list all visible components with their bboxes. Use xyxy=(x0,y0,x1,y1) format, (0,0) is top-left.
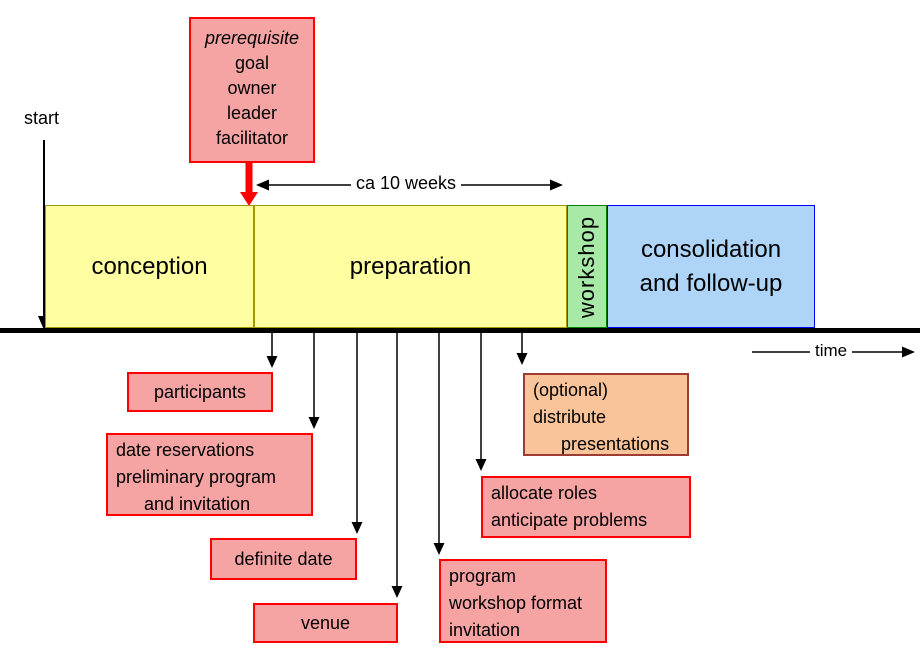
phase-preparation: preparation xyxy=(254,205,567,328)
task-arrow-allocate xyxy=(475,333,487,471)
phase-consolidation: consolidation and follow-up xyxy=(607,205,815,328)
phase-conception-label: conception xyxy=(91,252,208,280)
phase-consolidation-label-line: and follow-up xyxy=(639,269,783,297)
task-line: allocate roles xyxy=(491,483,598,503)
task-arrow-optional xyxy=(516,333,528,365)
prerequisite-title: prerequisite xyxy=(204,28,300,48)
task-line: anticipate problems xyxy=(491,510,648,530)
phase-consolidation-label-line: consolidation xyxy=(640,235,782,263)
task-line: program xyxy=(449,566,517,586)
duration-label: ca 10 weeks xyxy=(351,173,462,194)
phase-conception: conception xyxy=(45,205,254,328)
task-date-reservations: date reservations preliminary program an… xyxy=(106,433,313,516)
task-arrow-venue xyxy=(391,333,403,598)
task-line: preliminary program xyxy=(116,467,277,487)
phase-workshop: workshop xyxy=(567,205,607,328)
task-definite-date: definite date xyxy=(210,538,357,580)
prerequisite-arrow xyxy=(240,162,258,206)
prerequisite-item: leader xyxy=(226,103,278,123)
prerequisite-item: goal xyxy=(234,53,270,73)
task-line: (optional) xyxy=(533,380,609,400)
task-program: program workshop format invitation xyxy=(439,559,607,643)
task-arrow-definite-date xyxy=(351,333,363,534)
task-definite-date-label: definite date xyxy=(234,548,333,569)
task-allocate-roles: allocate roles anticipate problems xyxy=(481,476,691,538)
task-arrow-participants xyxy=(266,333,278,368)
task-line: workshop format xyxy=(449,593,583,613)
task-participants-label: participants xyxy=(153,381,247,402)
task-line: date reservations xyxy=(116,440,255,460)
task-optional-distribute: (optional) distribute presentations xyxy=(523,373,689,456)
task-line: presentations xyxy=(561,434,670,454)
task-venue: venue xyxy=(253,603,398,643)
phase-preparation-label: preparation xyxy=(349,252,472,280)
prerequisite-box: prerequisite goal owner leader facilitat… xyxy=(189,17,315,163)
phase-workshop-label: workshop xyxy=(574,215,599,318)
task-line: distribute xyxy=(533,407,607,427)
task-venue-label: venue xyxy=(300,612,351,633)
start-label: start xyxy=(24,108,60,128)
task-line: invitation xyxy=(449,620,521,640)
task-line: and invitation xyxy=(144,494,251,514)
task-arrow-date-reservations xyxy=(308,333,320,429)
task-participants: participants xyxy=(127,372,273,412)
time-axis-label: time xyxy=(810,341,853,361)
task-arrow-program xyxy=(433,333,445,555)
prerequisite-item: facilitator xyxy=(215,128,289,148)
prerequisite-item: owner xyxy=(227,78,277,98)
